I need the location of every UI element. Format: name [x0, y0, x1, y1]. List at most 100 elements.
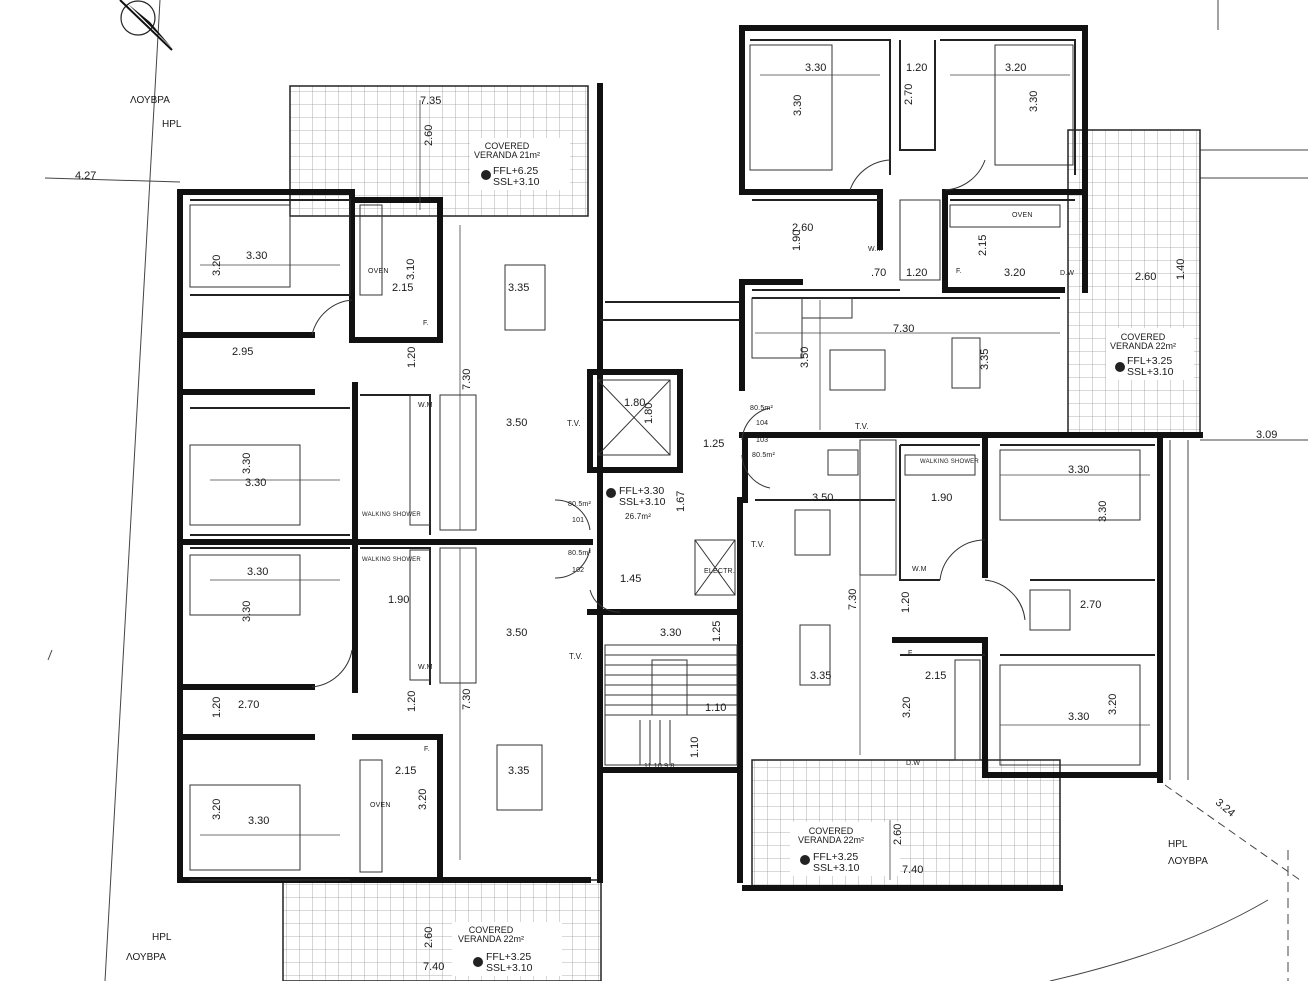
- dim-corridor: 1.20: [906, 267, 928, 279]
- veranda-top-left: [289, 85, 589, 217]
- dim-living-width: 3.50: [506, 627, 528, 639]
- dim-shower: 2.60: [792, 222, 814, 234]
- dim-veranda-depth: 2.60: [423, 926, 435, 948]
- ssl-text: SSL+3.10: [486, 962, 533, 975]
- dim-veranda-side: 1.40: [1175, 258, 1187, 280]
- fridge-label: F.: [423, 320, 429, 327]
- dim-bath-width: 2.95: [232, 346, 254, 358]
- wm-label: W.M: [418, 402, 433, 409]
- oven-label: OVEN: [370, 802, 391, 809]
- veranda-area-text: VERANDA 22m²: [458, 934, 525, 945]
- veranda-area-text: VERANDA 22m²: [798, 835, 865, 846]
- dim-corridor: 1.20: [406, 346, 418, 368]
- dim-bedroom-depth: 3.30: [792, 94, 804, 116]
- dim-bedroom-width: 3.30: [1068, 711, 1090, 723]
- veranda-bottom-right-label: COVERED VERANDA 22m²: [798, 826, 865, 846]
- ssl-text: SSL+3.10: [813, 862, 860, 875]
- dim-bedroom-depth: 3.20: [211, 254, 223, 276]
- dim-bedroom-width: 3.30: [805, 62, 827, 74]
- door-number-103: 103: [756, 437, 769, 444]
- dim-living-width: 3.50: [812, 492, 834, 504]
- dim-corridor: 1.20: [900, 591, 912, 613]
- dim-dining: 3.35: [508, 282, 530, 294]
- veranda-right: [1067, 129, 1201, 436]
- dim-veranda-width: 7.40: [423, 961, 445, 973]
- dim-living-depth: 7.30: [461, 368, 473, 390]
- dim-lift-depth: 1.80: [643, 402, 655, 424]
- door-area-103: 80.5m²: [752, 452, 775, 459]
- ffl-text: FFL+3.25: [813, 851, 859, 863]
- dim-lobby-width: 1.45: [620, 573, 642, 585]
- door-number-101: 101: [572, 517, 585, 524]
- dim-kitchen-depth: 2.15: [977, 234, 989, 256]
- shaft-icon: [597, 379, 736, 596]
- dim-bedroom-width: 3.30: [1068, 464, 1090, 476]
- dim-kitchen-depth: 3.20: [901, 696, 913, 718]
- dim-living-width: 7.30: [893, 323, 915, 335]
- veranda-bottom-left-label: COVERED VERANDA 22m²: [458, 925, 525, 945]
- site-boundary: [44, 0, 1308, 981]
- veranda-top-left-label: COVERED VERANDA 21m²: [474, 141, 540, 161]
- veranda-right-label: COVERED VERANDA 22m²: [1110, 332, 1177, 352]
- tv-label: T.V.: [567, 419, 581, 428]
- dim-bath-depth: 2.70: [903, 83, 915, 105]
- dim-bath-width: 1.20: [906, 62, 928, 74]
- dim-kitchen-depth: 3.10: [405, 258, 417, 280]
- dim-stair-flight: 1.10: [689, 736, 701, 758]
- louvra-label-bottom: ΛΟΥΒΡΑ: [126, 952, 166, 963]
- veranda-covered-text: COVERED: [1120, 332, 1166, 342]
- dishwasher-label: D.W: [1060, 270, 1075, 277]
- dim-corridor: 1.20: [406, 690, 418, 712]
- level-marker-icon: [473, 170, 1125, 967]
- dim-dining: 3.35: [508, 765, 530, 777]
- dim-kitchen-width: 2.15: [925, 670, 947, 682]
- dim-setback-right: 3.09: [1256, 429, 1278, 441]
- wm-label: W.M: [418, 664, 433, 671]
- tv-label: T.V.: [751, 540, 765, 549]
- veranda-right-levels: FFL+3.25 SSL+3.10: [1127, 355, 1173, 378]
- stair-numbers: 11 10 9 8: [644, 763, 675, 770]
- dim-bedroom-width: 3.30: [246, 250, 268, 262]
- dim-veranda-width: 7.35: [420, 95, 442, 107]
- ssl-text: SSL+3.10: [493, 176, 540, 189]
- dim-bedroom-depth: 3.20: [211, 798, 223, 820]
- wm-label: W.M: [868, 246, 883, 253]
- dim-living-depth: 3.50: [799, 346, 811, 368]
- dim-kitchen-width: 3.20: [1004, 267, 1026, 279]
- veranda-covered-text: COVERED: [468, 925, 514, 935]
- dim-bedroom-depth: 3.30: [1097, 500, 1109, 522]
- dim-dining: 3.35: [810, 670, 832, 682]
- walking-shower-label: WALKING SHOWER: [362, 512, 421, 518]
- dim-veranda-depth: 2.60: [423, 124, 435, 146]
- dim-living-depth: 7.30: [847, 588, 859, 610]
- tv-label: T.V.: [569, 652, 583, 661]
- veranda-area-text: VERANDA 22m²: [1110, 341, 1177, 352]
- dim-stair-width: 3.30: [660, 627, 682, 639]
- ffl-text: FFL+3.25: [486, 951, 532, 963]
- walls: [177, 25, 1203, 891]
- dining-table-icon: [496, 264, 981, 811]
- dim-bedroom-depth: 3.30: [241, 452, 253, 474]
- tv-label: T.V.: [855, 422, 869, 431]
- dim-bath-width: 2.70: [1080, 599, 1102, 611]
- fridge-label: F.: [908, 650, 914, 657]
- dim-veranda-width: 7.40: [902, 864, 924, 876]
- dim-wm: .70: [871, 267, 887, 279]
- dim-bedroom-depth: 3.30: [241, 600, 253, 622]
- fridge-label: F.: [956, 268, 962, 275]
- dim-living-width: 3.50: [506, 417, 528, 429]
- dim-stair-landing: 1.25: [711, 620, 723, 642]
- core-area: 26.7m²: [625, 512, 652, 521]
- dim-lobby: 1.25: [703, 438, 725, 450]
- hpl-label-top: HPL: [162, 119, 182, 130]
- dimension-lines: [200, 74, 1150, 880]
- dim-bath-depth: 1.20: [211, 696, 223, 718]
- dim-living-depth: 7.30: [461, 688, 473, 710]
- dim-kitchen-depth: 3.20: [417, 788, 429, 810]
- veranda-covered-text: COVERED: [808, 826, 854, 836]
- dim-bedroom-depth: 3.20: [1107, 693, 1119, 715]
- dim-dining: 3.35: [979, 348, 991, 370]
- dim-bedroom-width: 3.20: [1005, 62, 1027, 74]
- core-levels: FFL+3.30 SSL+3.10: [619, 485, 665, 508]
